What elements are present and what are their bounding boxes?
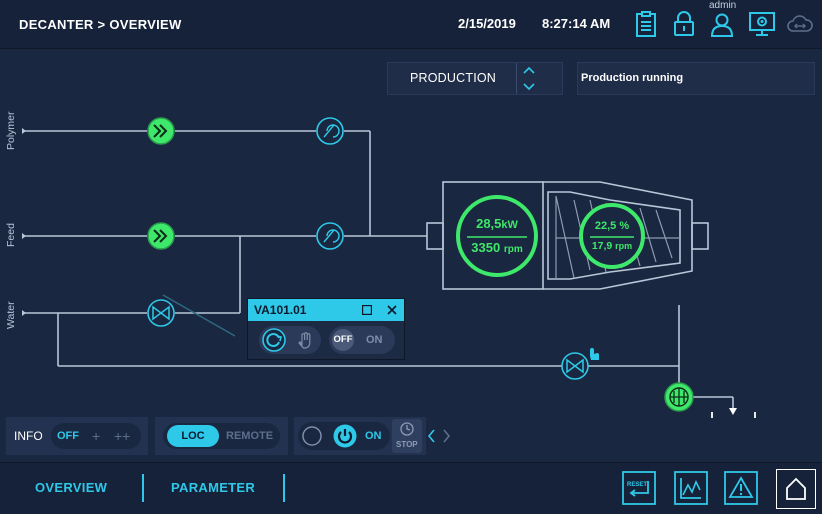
chevron-left-icon[interactable] — [427, 429, 435, 443]
location-toggle: LOC REMOTE — [163, 423, 280, 449]
line-label-water: Water — [5, 301, 17, 329]
power-value: 28,5 — [476, 216, 502, 231]
reset-button[interactable]: RESET — [622, 471, 656, 505]
loc-button[interactable]: LOC — [167, 425, 219, 447]
valve-water-bypass-icon[interactable] — [561, 352, 589, 380]
maximize-icon[interactable] — [362, 305, 372, 315]
gauge-differential — [579, 203, 645, 269]
off-circle-icon[interactable] — [302, 426, 322, 446]
gauge-power: 28,5kW — [465, 216, 529, 231]
valve-popup-title: VA101.01 — [254, 303, 307, 317]
chevron-down-icon[interactable] — [523, 83, 535, 91]
info-plus-button[interactable]: + — [92, 428, 101, 444]
process-diagram: Polymer Feed Water — [5, 111, 756, 418]
lock-icon[interactable] — [670, 10, 698, 38]
valve-mode-toggle — [259, 326, 321, 354]
home-button[interactable] — [776, 469, 816, 509]
breadcrumb: DECANTER > OVERVIEW — [19, 17, 182, 32]
tab-divider — [283, 474, 285, 502]
user-name: admin — [709, 0, 737, 11]
chevron-right-icon[interactable] — [443, 429, 451, 443]
status-text: Production running — [581, 72, 684, 84]
control-location-panel: LOC REMOTE — [155, 417, 288, 455]
valve-popup-header: VA101.01 — [248, 299, 404, 321]
bowl-speed-value: 3350 — [471, 240, 501, 255]
valve-popup-body: OFF ON — [248, 321, 404, 359]
run-on-label: ON — [365, 430, 382, 442]
power-icon[interactable] — [333, 424, 357, 448]
run-control-panel: ON STOP — [294, 417, 426, 455]
outlet-pump-icon[interactable] — [664, 382, 694, 412]
gauge-main-drive — [456, 195, 538, 277]
valve-on-off-toggle: OFF ON — [329, 326, 395, 354]
tab-divider — [142, 474, 144, 502]
pump-polymer-icon[interactable] — [147, 117, 175, 145]
line-label-polymer: Polymer — [5, 111, 17, 150]
settings-monitor-icon[interactable] — [748, 10, 776, 38]
info-plusplus-button[interactable]: ++ — [114, 428, 131, 444]
valve-va101-icon[interactable] — [147, 299, 175, 327]
flow-meter-feed-icon[interactable] — [316, 222, 344, 250]
run-toggle: ON — [298, 422, 390, 450]
mode-arrows — [516, 63, 541, 94]
panel-scroll-arrows — [427, 429, 451, 443]
alarm-warning-button[interactable] — [724, 471, 758, 505]
power-unit: kW — [501, 219, 518, 231]
close-icon[interactable] — [387, 305, 397, 315]
bottom-bar: OVERVIEW PARAMETER RESET — [0, 462, 822, 514]
home-icon — [786, 477, 806, 500]
hand-manual-icon[interactable] — [295, 330, 315, 350]
chevron-up-icon[interactable] — [523, 66, 535, 74]
valve-on-button[interactable]: ON — [366, 334, 383, 346]
clock-icon — [400, 422, 414, 436]
valve-popup: VA101.01 OFF ON — [247, 298, 405, 360]
time-display: 8:27:14 AM — [542, 16, 611, 31]
gauge-diff-speed: 17,9 rpm — [584, 240, 640, 252]
reset-label: RESET — [627, 482, 647, 488]
diff-speed-value: 17,9 — [591, 240, 613, 252]
top-bar: DECANTER > OVERVIEW 2/15/2019 8:27:14 AM… — [0, 0, 822, 49]
user-icon[interactable] — [708, 10, 736, 38]
line-label-feed: Feed — [5, 223, 17, 247]
mode-selector[interactable]: PRODUCTION — [387, 62, 563, 95]
flow-meter-polymer-icon[interactable] — [316, 117, 344, 145]
manual-mode-icon — [590, 348, 599, 360]
auto-mode-icon[interactable] — [262, 328, 286, 352]
stop-button[interactable]: STOP — [392, 419, 422, 453]
info-label: INFO — [14, 429, 43, 443]
pump-feed-icon[interactable] — [147, 222, 175, 250]
date-display: 2/15/2019 — [458, 16, 516, 31]
tab-overview[interactable]: OVERVIEW — [35, 480, 108, 495]
gauge-bowl-speed: 3350 rpm — [465, 240, 529, 255]
info-level-toggle: OFF + ++ — [51, 423, 141, 449]
clipboard-icon[interactable] — [632, 10, 660, 38]
stop-label: STOP — [396, 440, 418, 449]
valve-off-button[interactable]: OFF — [332, 329, 354, 351]
trend-chart-button[interactable] — [674, 471, 708, 505]
cloud-sync-icon[interactable] — [786, 10, 814, 38]
status-display: Production running — [577, 62, 815, 95]
tab-parameter[interactable]: PARAMETER — [171, 480, 256, 495]
bowl-speed-unit: rpm — [503, 244, 523, 255]
remote-button[interactable]: REMOTE — [226, 430, 274, 442]
info-off-button[interactable]: OFF — [57, 430, 79, 442]
info-panel: INFO OFF + ++ — [6, 417, 148, 455]
diff-percent: 22,5 % — [594, 220, 630, 232]
mode-label: PRODUCTION — [410, 71, 497, 85]
diff-speed-unit: rpm — [615, 241, 633, 251]
